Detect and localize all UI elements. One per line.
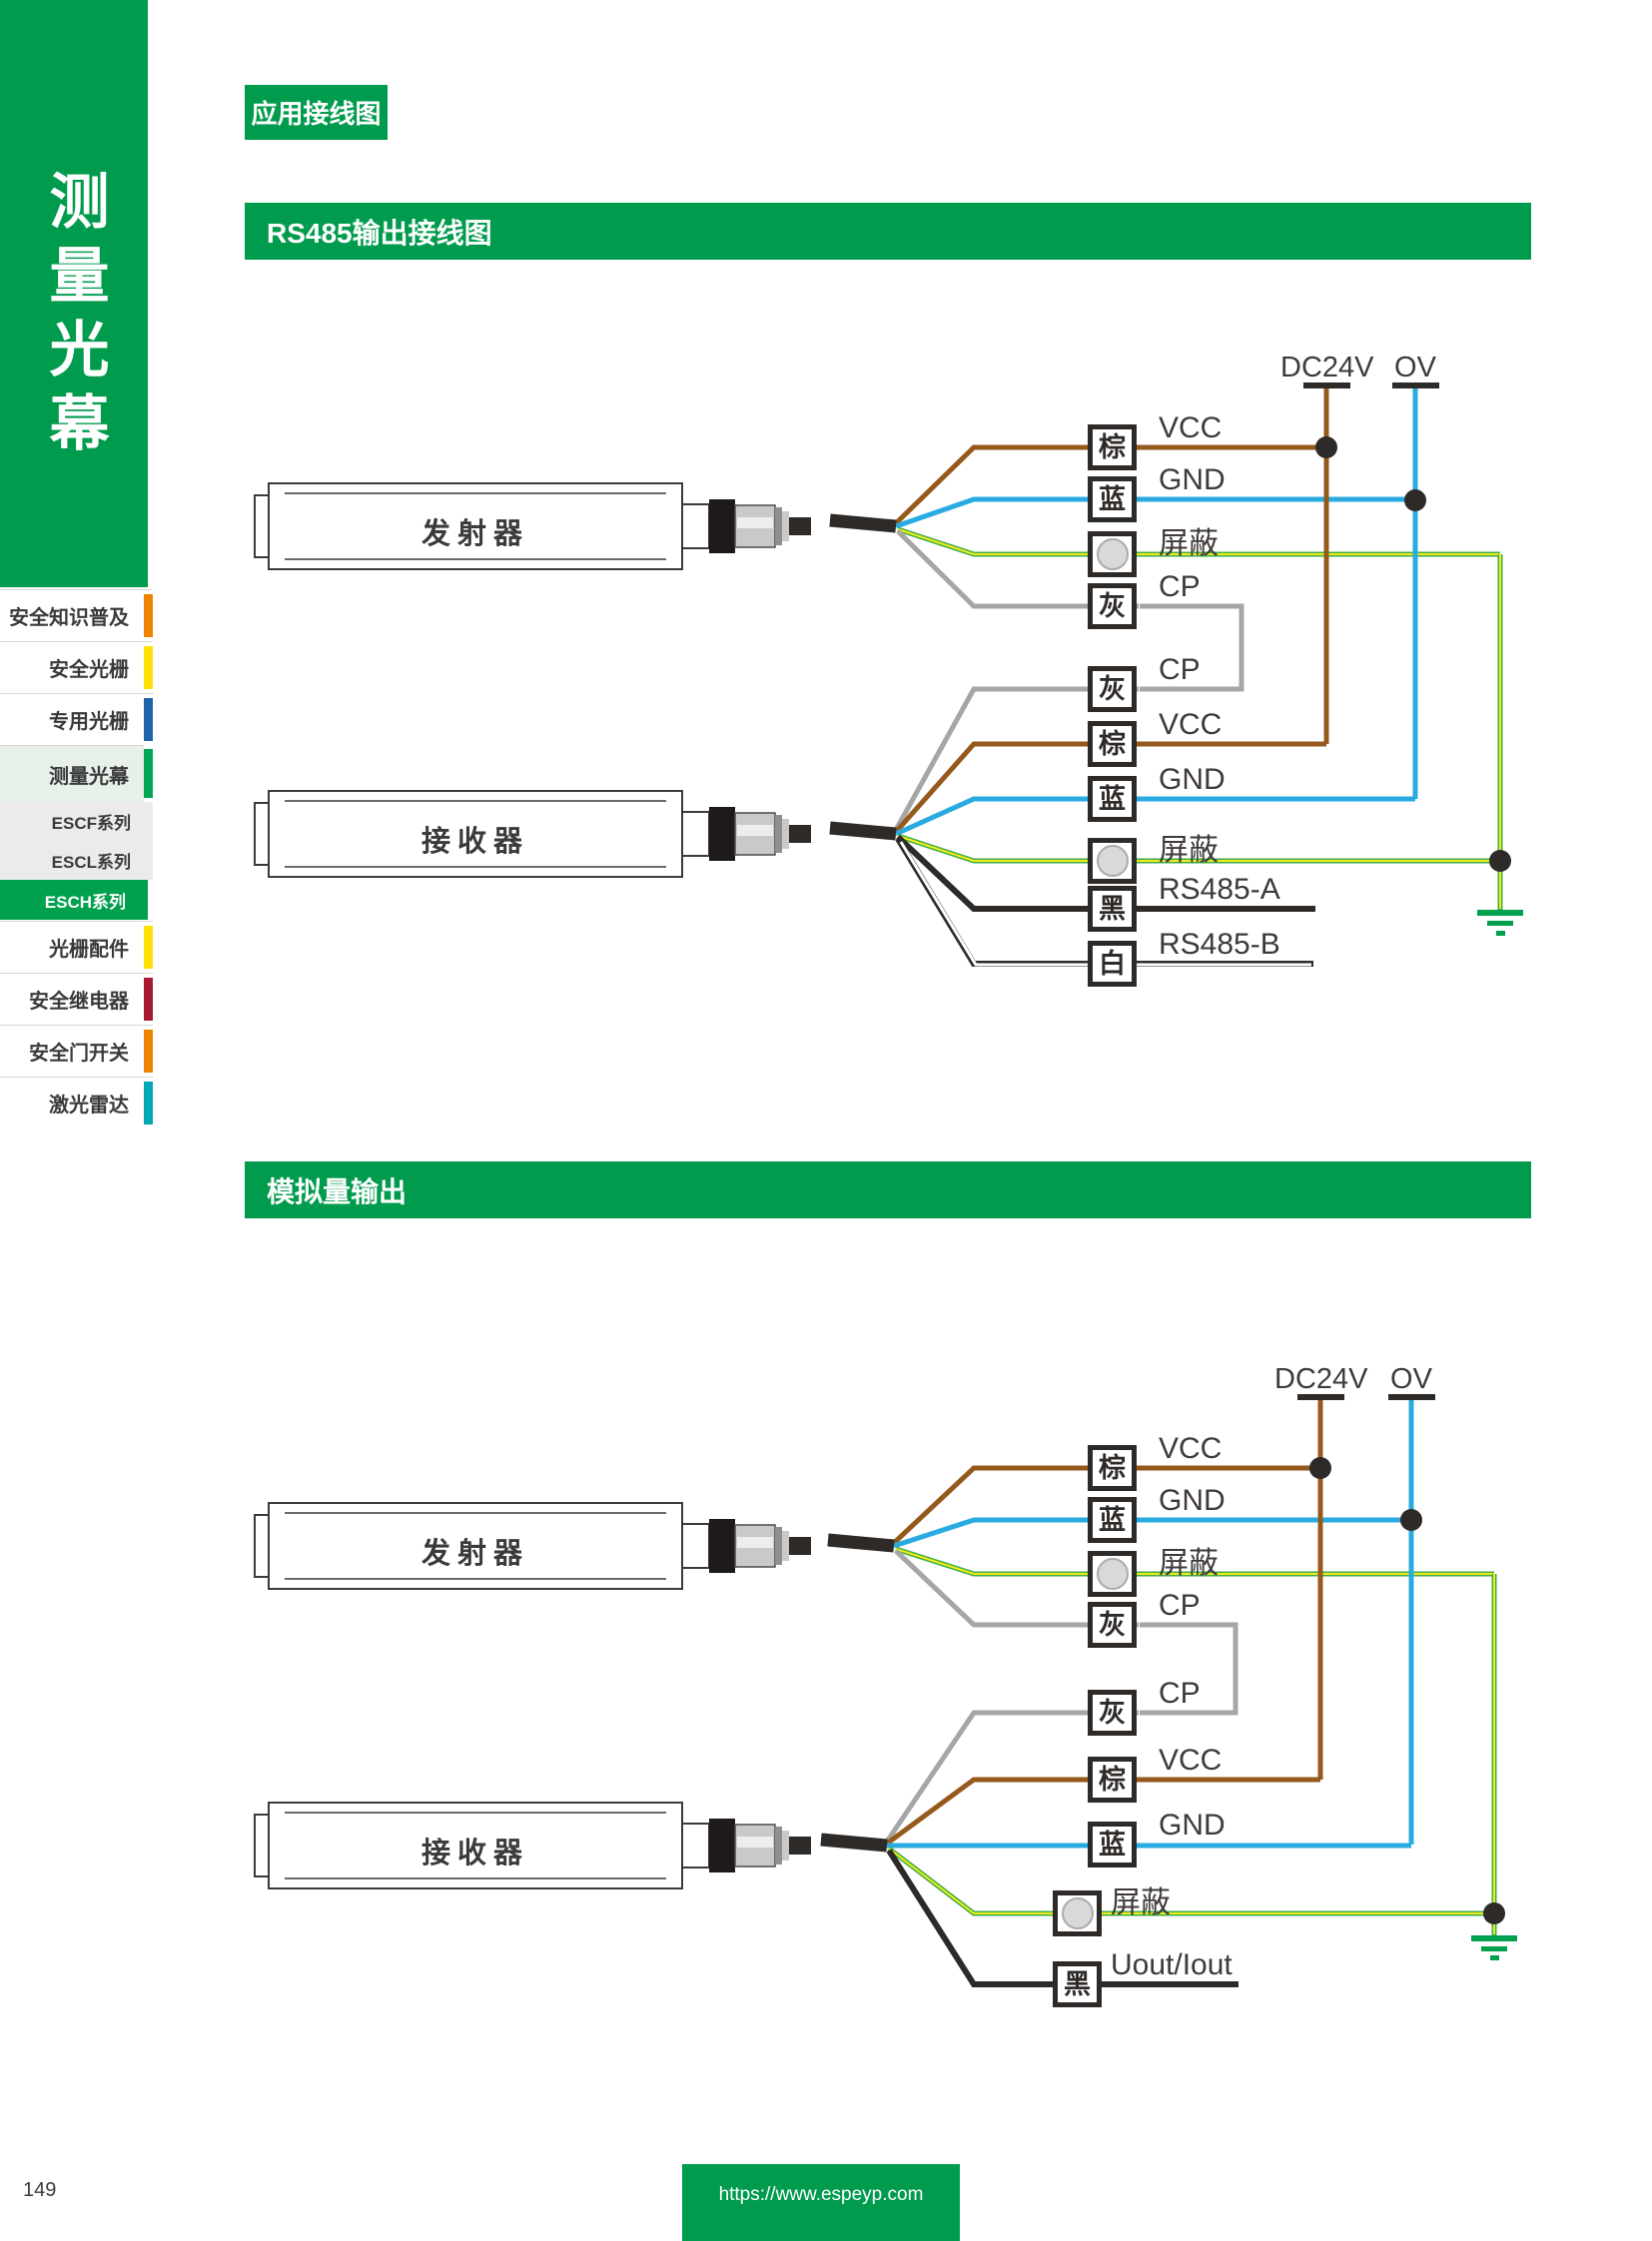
sidebar-item-escf-series[interactable]: ESCF系列 [0,802,153,841]
accent-bar [144,1030,153,1073]
wire-color-box-blue: 蓝 [1088,776,1137,822]
wire-color-box-blue: 蓝 [1088,476,1137,522]
wire-label-vcc: VCC [1159,1744,1223,1777]
transmitter-label: 发射器 [420,518,529,550]
sidebar-item-label: 专用光栅 [49,711,129,733]
sidebar-item-accessories[interactable]: 光栅配件 [0,921,153,973]
section-header-rs485: RS485输出接线图 [245,203,1531,260]
wire-color-box-gray: 灰 [1088,666,1137,712]
wire-label-vcc: VCC [1159,411,1223,444]
wire-color-box-blue: 蓝 [1088,1497,1137,1543]
sidebar-item-safety-knowledge[interactable]: 安全知识普及 [0,589,153,641]
wire-color-box-gray: 灰 [1088,1602,1137,1648]
wire-color-box-brown: 棕 [1088,1445,1137,1491]
receiver-device-1 [254,790,897,878]
wire-label-gnd: GND [1159,1809,1226,1842]
page-title-badge: 应用接线图 [245,85,388,140]
accent-bar [144,749,153,798]
wire-label-shield: 屏蔽 [1159,1547,1219,1580]
wire-color-box-blue: 蓝 [1088,1822,1137,1868]
sidebar-item-esch-series[interactable]: ESCH系列 [0,880,148,920]
wire-label-shield: 屏蔽 [1111,1886,1171,1919]
sidebar-item-label: 安全门开关 [29,1043,129,1065]
sidebar-item-label: 测量光幕 [49,765,129,788]
wire-color-box-gray: 灰 [1088,1690,1137,1736]
accent-bar [144,1082,153,1124]
sidebar-item-label: 激光雷达 [49,1095,129,1117]
transmitter-device-1 [254,482,897,570]
sidebar-brand-block [0,0,148,587]
sidebar-item-label: ESCL系列 [51,853,131,872]
sidebar-item-label: ESCF系列 [51,814,131,833]
transmitter-device-2 [254,1502,895,1590]
section-header-analog: 模拟量输出 [245,1161,1531,1218]
sidebar-item-label: 光栅配件 [49,939,129,961]
footer-url: https://www.espeyp.com [718,2184,924,2205]
accent-bar [144,698,153,741]
wire-label-rs485-b: RS485-B [1159,928,1280,961]
transmitter-label: 发射器 [420,1538,529,1570]
wire-color-box-black: 黑 [1088,886,1137,932]
shield-circle-icon [1096,1558,1129,1590]
sidebar-item-special-light-curtain[interactable]: 专用光栅 [0,693,153,745]
wire-color-box-shield [1088,838,1137,884]
power-label-0v: OV [1390,1363,1432,1395]
wire-label-shield: 屏蔽 [1159,527,1219,560]
wire-label-shield: 屏蔽 [1159,834,1219,867]
power-label-0v: OV [1394,352,1436,383]
wire-label-cp: CP [1159,653,1201,686]
wire-label-cp: CP [1159,570,1201,603]
power-label-dc24v: DC24V [1280,352,1374,383]
sidebar-item-measuring-light-curtain[interactable]: 测量光幕 [0,745,144,802]
page-number: 149 [23,2179,57,2201]
wire-color-box-brown: 棕 [1088,721,1137,767]
sidebar-item-laser-radar[interactable]: 激光雷达 [0,1077,153,1128]
wire-label-rs485-a: RS485-A [1159,873,1280,906]
wire-label-vcc: VCC [1159,708,1223,741]
shield-circle-icon [1061,1897,1094,1929]
wire-color-box-shield [1088,1551,1137,1597]
wire-label-gnd: GND [1159,1484,1226,1517]
accent-bar [144,646,153,689]
wire-label-gnd: GND [1159,763,1226,796]
accent-bar [144,926,153,969]
sidebar-item-safety-relay[interactable]: 安全继电器 [0,973,153,1025]
sidebar-vertical-title: 测量光幕 [41,170,108,465]
wire-label-vcc: VCC [1159,1432,1223,1465]
wire-color-box-gray: 灰 [1088,583,1137,629]
sidebar-item-label: 安全知识普及 [9,607,129,629]
accent-bar [144,978,153,1021]
receiver-label: 接收器 [420,826,529,858]
power-label-dc24v: DC24V [1274,1363,1368,1395]
wire-color-box-brown: 棕 [1088,424,1137,470]
sidebar-item-safety-door-switch[interactable]: 安全门开关 [0,1025,153,1077]
sidebar-item-label: ESCH系列 [44,892,126,912]
footer-bar: https://www.espeyp.com [682,2164,960,2241]
receiver-label: 接收器 [420,1838,529,1869]
receiver-device-2 [254,1802,888,1889]
wire-label-cp: CP [1159,1589,1201,1622]
wire-color-box-brown: 棕 [1088,1757,1137,1803]
wire-label-uout-iout: Uout/Iout [1111,1948,1233,1981]
accent-bar [144,594,153,637]
sidebar-item-label: 安全光栅 [49,659,129,681]
wire-color-box-shield [1088,531,1137,577]
wire-label-gnd: GND [1159,463,1226,496]
sidebar-item-safety-light-curtain[interactable]: 安全光栅 [0,641,153,693]
sidebar-item-label: 安全继电器 [29,991,129,1013]
wire-color-box-white: 白 [1088,941,1137,987]
shield-circle-icon [1096,538,1129,570]
sidebar-item-escl-series[interactable]: ESCL系列 [0,841,153,880]
shield-circle-icon [1096,845,1129,877]
wire-color-box-shield [1053,1890,1102,1936]
wire-label-cp: CP [1159,1677,1201,1710]
wire-color-box-black: 黑 [1053,1961,1102,2007]
